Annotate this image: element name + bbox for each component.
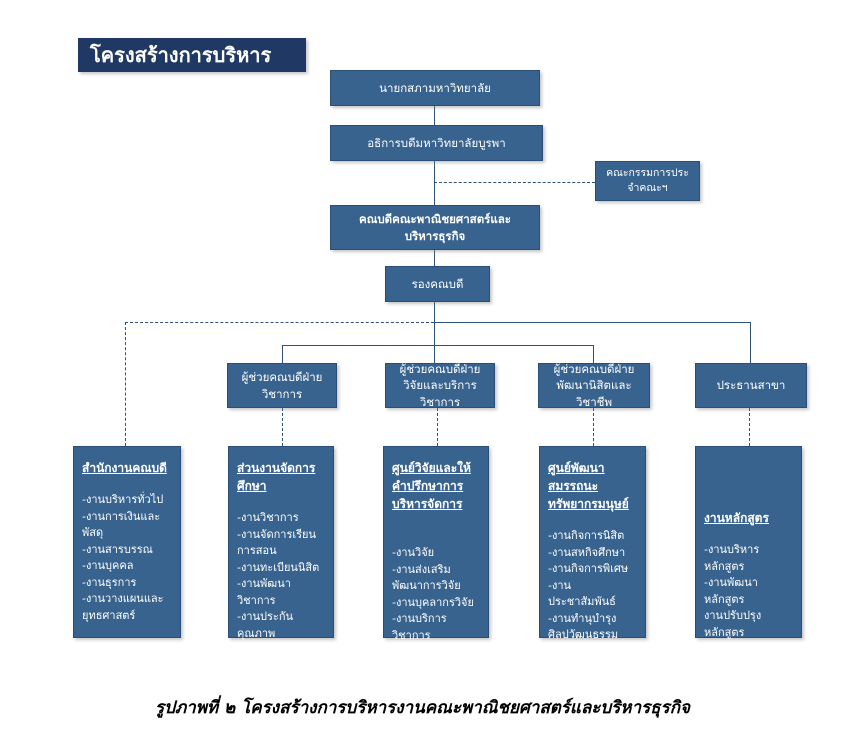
dept-box-education: ส่วนงานจัดการศึกษา -งานวิชาการ -งานจัดการ…: [228, 446, 334, 673]
dept-item: งานปรับปรุงหลักสูตร: [704, 609, 762, 639]
dept-item: -งานพัฒนาหลักสูตร: [704, 576, 758, 606]
node-assistant-dean-research: ผู้ช่วยคณบดีฝ่ายวิจัยและบริการวิชาการ: [385, 362, 495, 409]
dept-item: -งานทะเบียนนิสิต: [237, 560, 320, 574]
dept-item: -งานวางแผนและยุทธศาสตร์: [82, 592, 164, 622]
node-assistant-dean-academic: ผู้ช่วยคณบดีฝ่ายวิชาการ: [227, 363, 337, 408]
dept-item: -งานประชาสัมพันธ์: [548, 578, 616, 609]
connector-president-dean: [434, 161, 435, 205]
dept-header: ศูนย์พัฒนาสมรรถนะทรัพยากรมนุษย์: [548, 461, 629, 511]
connector-chair-drop: [750, 322, 751, 363]
connector-committee-dashed: [434, 182, 595, 183]
dept-header: ศูนย์วิจัยและให้คำปรึกษาการบริหารจัดการ: [392, 461, 471, 511]
connector-top-bus-dashed: [125, 322, 434, 323]
dept-header: สำนักงานคณบดี: [82, 461, 167, 475]
dept-header: ส่วนงานจัดการศึกษา: [237, 461, 316, 493]
dept-item: -งานกิจการพิเศษ: [548, 562, 629, 575]
node-university-council: นายกสภามหาวิทยาลัย: [330, 70, 540, 106]
connector-assistant-academic-drop: [282, 345, 283, 363]
dept-item: -งานจัดการเรียนการสอน: [237, 527, 317, 558]
connector-dept-education-dashed-drop: [282, 408, 283, 446]
dept-item: -งานประกันคุณภาพ: [237, 610, 294, 640]
dept-item: -งานกิจการนิสิต: [548, 529, 625, 542]
connector-vicedean-stem: [434, 302, 435, 363]
dept-item-list: -งานวิชาการ -งานจัดการเรียนการสอน -งานทะเบ…: [237, 510, 325, 675]
dept-item: -งานบริหารทั่วไป: [82, 493, 164, 506]
dept-item: -งานบริหารหลักสูตร: [704, 543, 760, 573]
connector-assistant-student-drop: [593, 345, 594, 363]
dept-item: -งานการเงินและพัสดุ: [82, 509, 161, 540]
dept-item: -งานบุคคล: [82, 559, 134, 572]
dept-item: -งานสหกิจศึกษา: [548, 545, 626, 559]
node-dean: คณบดีคณะพาณิชยศาสตร์และบริหารธุรกิจ: [330, 205, 540, 250]
connector-dean-office-dashed-drop: [125, 322, 126, 446]
connector-dept-hr-dashed-drop: [593, 408, 594, 446]
dept-item: -งานธุรการ: [82, 575, 137, 589]
node-faculty-committee: คณะกรรมการประจำคณะฯ: [595, 161, 700, 201]
node-department-chair: ประธานสาขา: [695, 363, 807, 408]
dept-box-research-center: ศูนย์วิจัยและให้คำปรึกษาการบริหารจัดการ …: [383, 446, 489, 642]
dept-item: -งานส่งเสริมพัฒนาการวิจัย: [392, 562, 461, 593]
dept-item: -งานมาตราฐานการศึกษา: [237, 643, 313, 673]
dept-header: งานหลักสูตร: [704, 511, 769, 525]
figure-caption: รูปภาพที่ ๒ โครงสร้างการบริหารงานคณะพาณิ…: [155, 698, 690, 718]
node-assistant-dean-student-dev: ผู้ช่วยคณบดีฝ่ายพัฒนานิสิตและวิชาชีพ: [538, 362, 650, 409]
dept-item-list: -งานกิจการนิสิต -งานสหกิจศึกษา -งานกิจการพ…: [548, 528, 637, 644]
dept-item: -งานวิชาการ: [237, 511, 299, 524]
dept-item: -งานพัฒนาวิชาการ: [237, 577, 291, 607]
dept-box-dean-office: สำนักงานคณบดี -งานบริหารทั่วไป -งานการเงิ…: [73, 446, 181, 638]
dept-item: -งานทำนุบำรุงศิลปวัฒนธรรม: [548, 611, 619, 642]
node-vice-dean: รองคณบดี: [385, 266, 490, 302]
connector-dean-vicedean: [434, 250, 435, 266]
dept-item-list: -งานบริหารทั่วไป -งานการเงินและพัสดุ -งานส…: [82, 492, 172, 624]
connector-top-bus-solid: [434, 322, 750, 323]
dept-box-curriculum: งานหลักสูตร -งานบริหารหลักสูตร-งานพัฒนาห…: [695, 446, 802, 641]
node-university-president: อธิการบดีมหาวิทยาลัยบูรพา: [330, 125, 543, 161]
dept-item-list: -งานบริหารหลักสูตร-งานพัฒนาหลักสูตรงานปร…: [704, 542, 793, 641]
connector-dept-curriculum-dashed-drop: [749, 408, 750, 446]
connector-mid-bus: [282, 345, 593, 346]
connector-council-president: [434, 106, 435, 125]
dept-item: -งานบริการวิชาการ: [392, 612, 447, 642]
dept-item: -งานวิจัย: [392, 546, 435, 559]
dept-item: -งานบุคลากรวิจัย: [392, 595, 474, 609]
dept-item: -งานสารบรรณ: [82, 542, 153, 556]
dept-box-hr-development-center: ศูนย์พัฒนาสมรรถนะทรัพยากรมนุษย์ -งานกิจก…: [539, 446, 646, 641]
dept-item-list: -งานวิจัย -งานส่งเสริมพัฒนาการวิจัย -งานบุ…: [392, 545, 480, 644]
connector-dept-research-dashed-drop: [437, 408, 438, 446]
page-title: โครงสร้างการบริหาร: [78, 38, 306, 72]
